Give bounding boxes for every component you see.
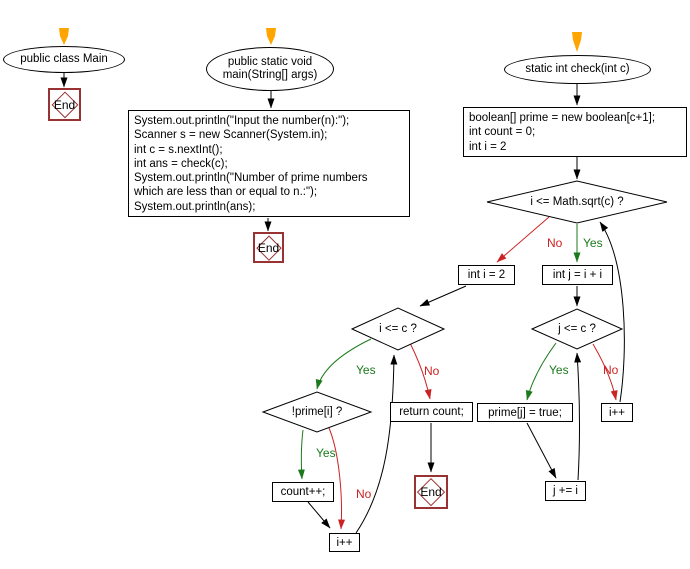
edge-condi-no (409, 342, 432, 400)
process-node-prime-true: prime[j] = true; (477, 403, 573, 422)
process-node-check-init: boolean[] prime = new boolean[c+1]; int … (463, 107, 687, 157)
decision-cond-j-label: j <= c ? (558, 323, 596, 335)
edge-jadd-condj (574, 352, 582, 481)
end-node-main-method: End (253, 232, 284, 263)
code-line: int c = s.nextInt(); (134, 143, 223, 156)
code-line: System.out.println("Input the number(n):… (134, 115, 350, 127)
edge-iinc-condsqrt (599, 221, 625, 403)
start-node-check: static int check(int c) (504, 55, 651, 84)
end-node-main-class: End (48, 88, 81, 121)
decision-cond-prime-label: !prime[i] ? (291, 406, 343, 418)
code-line: int ans = check(c); (134, 157, 228, 170)
process-node-j-add: j += i (545, 481, 586, 501)
start-node-main-method: public static void main(String[] args) (206, 47, 334, 91)
code-line: which are less than or equal to n.:"); (134, 186, 318, 199)
edge-condprime-yes (297, 429, 305, 480)
edge-inti-condi (419, 285, 467, 307)
main-class-label: public class Main (20, 52, 108, 65)
edge-primetrue-jadd (526, 422, 557, 479)
edge-label-condprime-no: No (356, 487, 372, 501)
process-node-return-count: return count; (390, 402, 473, 422)
process-node-i-increment-bottom: i++ (329, 533, 360, 552)
edge-label-condi-no: No (424, 364, 440, 378)
edge-label-condsqrt-no: No (547, 236, 563, 250)
code-line: System.out.println(ans); (134, 200, 256, 213)
edge-condj-yes (525, 342, 557, 401)
end-label: End (420, 485, 442, 499)
code-line: int count = 0; (469, 126, 536, 139)
decision-cond-j-shape (530, 308, 624, 350)
end-label: End (53, 97, 76, 112)
edge-label-condsqrt-yes: Yes (583, 236, 603, 250)
edge-condi-yes (315, 338, 372, 390)
edge-iincbottom-condi (355, 354, 398, 534)
code-line: System.out.println("Number of prime numb… (134, 172, 368, 185)
edge-condprime-no (328, 427, 346, 530)
process-node-int-j: int j = i + i (542, 265, 613, 285)
edge-label-condi-yes: Yes (356, 363, 376, 377)
entry-arrow-main-class-icon (59, 28, 69, 45)
code-line: Scanner s = new Scanner(System.in); (134, 129, 328, 142)
decision-cond-i-shape (350, 307, 446, 351)
code-line: int i = 2 (469, 140, 507, 153)
edge-label-condprime-yes: Yes (316, 446, 336, 460)
edge-label-condj-no: No (603, 363, 619, 377)
main-method-label-line2: main(String[] args) (222, 69, 318, 81)
process-node-i-increment-right: i++ (601, 403, 633, 422)
process-node-int-i: int i = 2 (458, 265, 515, 285)
edge-label-condj-yes: Yes (549, 363, 569, 377)
start-node-main-class: public class Main (3, 46, 125, 73)
edge-countinc-iinc (307, 501, 331, 529)
decision-cond-sqrt-shape (486, 180, 668, 224)
edge-condsqrt-no (496, 216, 550, 263)
main-method-label-line1: public static void (227, 55, 313, 68)
process-node-main-code: System.out.println("Input the number(n):… (128, 110, 410, 217)
decision-cond-sqrt-label: i <= Math.sqrt(c) ? (530, 196, 624, 208)
check-label: static int check(int c) (525, 62, 630, 75)
entry-arrow-main-method-icon (266, 28, 276, 45)
end-node-check: End (414, 475, 448, 509)
end-label: End (257, 240, 280, 255)
edge-condj-no (592, 343, 618, 401)
decision-cond-prime-shape (261, 391, 373, 433)
entry-arrow-check-icon (572, 32, 582, 52)
decision-cond-i-label: i <= c ? (379, 323, 417, 335)
code-line: boolean[] prime = new boolean[c+1]; (469, 112, 656, 124)
process-node-count-increment: count++; (272, 482, 334, 502)
